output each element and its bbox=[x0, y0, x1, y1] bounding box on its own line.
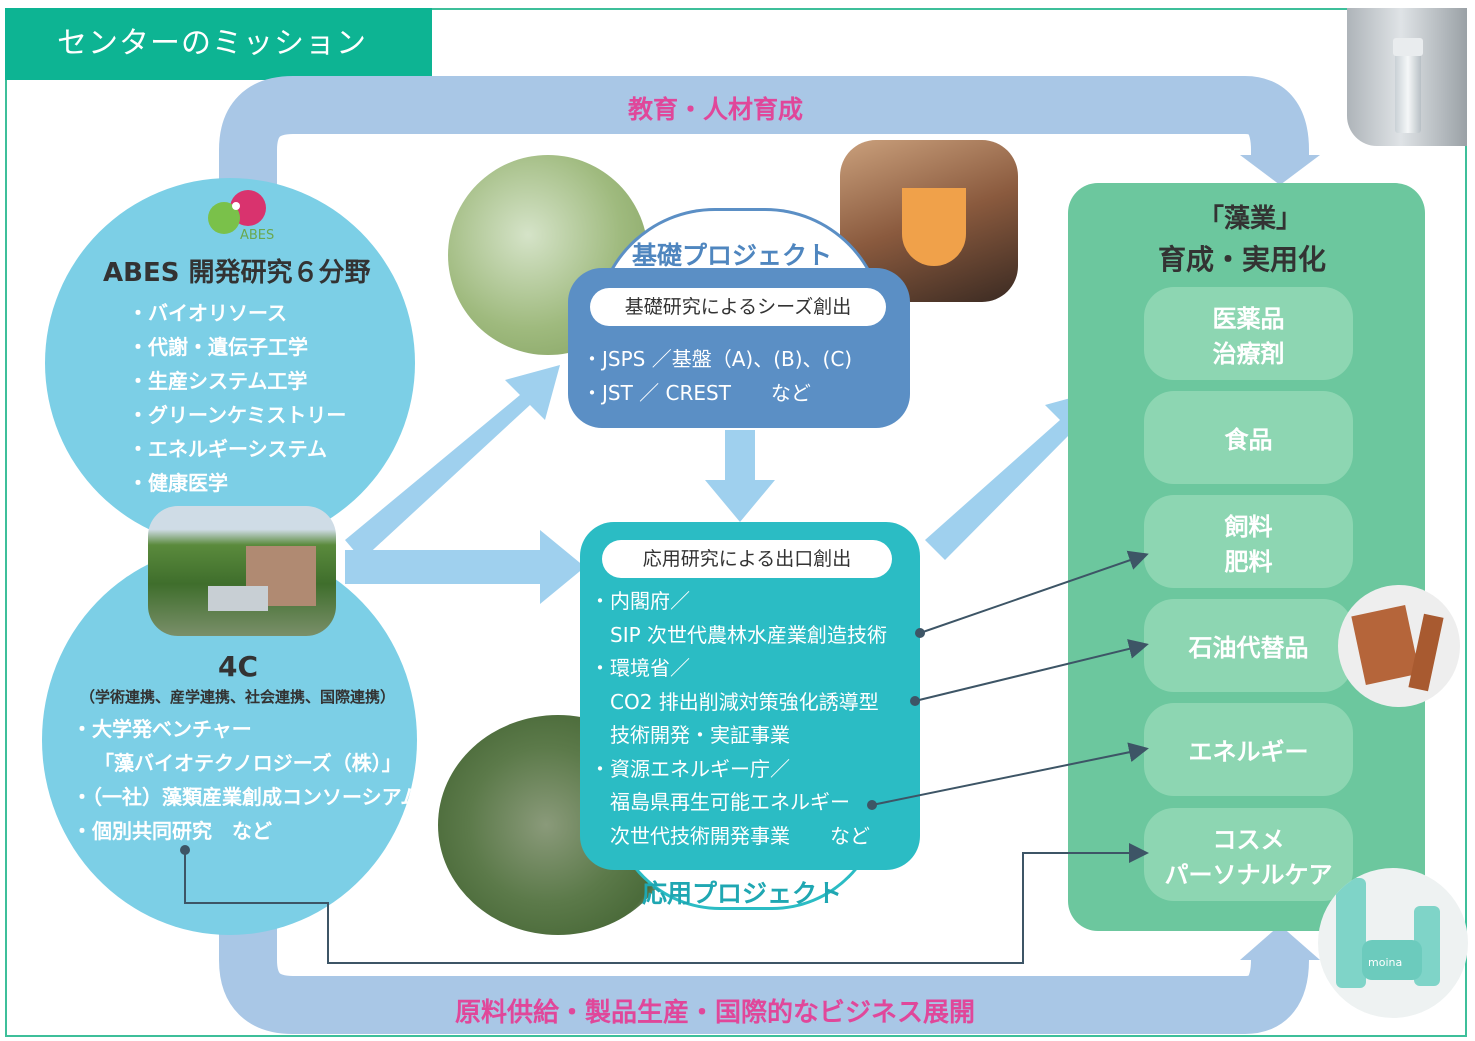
abes-logo-text: ABES bbox=[240, 228, 275, 243]
connector-sip-feed bbox=[919, 550, 1149, 634]
industry-item-cosmetics: コスメ パーソナルケア bbox=[1144, 808, 1353, 901]
item-line: 食品 bbox=[1224, 426, 1273, 454]
fourc-item: ・個別共同研究 など bbox=[72, 819, 272, 843]
fourc-sub: （学術連携、産学連携、社会連携、国際連携） bbox=[80, 688, 396, 706]
applied-label: 応用プロジェクト bbox=[642, 879, 843, 908]
abes-item: ・グリーンケミストリー bbox=[128, 403, 347, 427]
applied-item: CO2 排出削減対策強化誘導型 bbox=[610, 689, 879, 714]
abes-heading: ABES 開発研究６分野 bbox=[103, 258, 371, 288]
tube-icon bbox=[1336, 878, 1366, 988]
item-line: 肥料 bbox=[1224, 547, 1273, 576]
vial-cap-icon bbox=[1393, 38, 1423, 56]
cosmetic-brand: moina bbox=[1368, 956, 1403, 969]
cosmetics-photo: moina bbox=[1318, 868, 1468, 1018]
applied-item: 技術開発・実証事業 bbox=[610, 723, 790, 747]
basic-pill: 基礎研究によるシーズ創出 bbox=[590, 288, 886, 326]
applied-item: ・内閣府／ bbox=[590, 589, 690, 613]
applied-item: 次世代技術開発事業 など bbox=[610, 823, 870, 848]
fourc-heading: 4C bbox=[218, 650, 259, 683]
applied-item: 福島県再生可能エネルギー bbox=[610, 790, 850, 814]
applied-item: SIP 次世代農林水産業創造技術 bbox=[610, 622, 888, 647]
vial-photo bbox=[1347, 8, 1467, 146]
basic-label: 基礎プロジェクト bbox=[632, 241, 833, 270]
industry-heading-1: 「藻業」 bbox=[1198, 204, 1303, 234]
facility-photo bbox=[148, 506, 336, 636]
basic-items: ・JSPS ／基盤（A)、(B)、(C) ・JST ／ CREST など bbox=[582, 342, 852, 410]
arrow-to-industry bbox=[925, 390, 1100, 560]
item-line: パーソナルケア bbox=[1164, 860, 1333, 889]
fourc-item-list: ・大学発ベンチャー 「藻バイオテクノロジーズ（株）」 ・（一社）藻類産業創成コン… bbox=[72, 712, 420, 848]
industry-item-food: 食品 bbox=[1144, 391, 1353, 484]
connector-dot bbox=[915, 628, 925, 638]
applied-item: ・環境省／ bbox=[590, 656, 690, 680]
connector-fukushima-energy bbox=[871, 742, 1149, 806]
industry-heading-2: 育成・実用化 bbox=[1158, 243, 1327, 276]
top-flow-label: 教育・人材育成 bbox=[628, 95, 804, 124]
abes-circle bbox=[45, 178, 415, 548]
fourc-item: ・大学発ベンチャー bbox=[72, 717, 252, 741]
connector-dot bbox=[910, 696, 920, 706]
bottom-loop-band bbox=[219, 560, 1309, 1034]
industry-item-energy: エネルギー bbox=[1144, 703, 1353, 796]
abes-item-list: ・バイオリソース ・代謝・遺伝子工学 ・生産システム工学 ・グリーンケミストリー… bbox=[128, 296, 346, 500]
basic-item: ・JST ／ CREST など bbox=[582, 381, 811, 405]
applied-project-box bbox=[580, 522, 920, 870]
arrow-to-applied bbox=[345, 530, 585, 604]
item-line: 石油代替品 bbox=[1188, 634, 1309, 662]
applied-items: ・内閣府／ SIP 次世代農林水産業創造技術 ・環境省／ CO2 排出削減対策強… bbox=[590, 585, 887, 853]
diagram-frame bbox=[5, 8, 1467, 1037]
applied-item: ・資源エネルギー庁／ bbox=[590, 756, 790, 781]
item-line: 治療剤 bbox=[1212, 339, 1285, 368]
arrow-to-basic bbox=[345, 365, 560, 560]
connector-dot bbox=[867, 800, 877, 810]
applied-pill: 応用研究による出口創出 bbox=[602, 540, 892, 578]
abes-item: ・エネルギーシステム bbox=[128, 437, 327, 461]
top-loop-band bbox=[219, 76, 1309, 560]
page-title: センターのミッション bbox=[5, 8, 432, 80]
item-line: 医薬品 bbox=[1212, 304, 1285, 333]
abes-item: ・代謝・遺伝子工学 bbox=[128, 335, 308, 359]
item-line: コスメ bbox=[1212, 825, 1285, 854]
industry-item-medicine: 医薬品 治療剤 bbox=[1144, 287, 1353, 380]
abes-logo-icon bbox=[208, 190, 266, 234]
top-loop-arrowhead bbox=[1240, 155, 1320, 185]
bottom-flow-label: 原料供給・製品生産・国際的なビジネス展開 bbox=[455, 998, 976, 1028]
industry-item-feed: 飼料 肥料 bbox=[1144, 495, 1353, 588]
basic-item: ・JSPS ／基盤（A)、(B)、(C) bbox=[582, 347, 853, 371]
connector-co2-petroleum bbox=[914, 639, 1149, 702]
abes-item: ・健康医学 bbox=[128, 471, 228, 495]
fourc-item: 「藻バイオテクノロジーズ（株）」 bbox=[94, 751, 402, 775]
flask-icon bbox=[902, 188, 966, 266]
item-line: 飼料 bbox=[1224, 512, 1273, 541]
connector-dot bbox=[180, 845, 190, 855]
jar-icon bbox=[1362, 940, 1422, 980]
abes-item: ・生産システム工学 bbox=[128, 369, 308, 393]
connector-fourc-cosmetics bbox=[184, 843, 1149, 964]
abes-item: ・バイオリソース bbox=[128, 301, 287, 325]
industry-item-petroleum: 石油代替品 bbox=[1144, 599, 1353, 692]
bottom-loop-arrowhead bbox=[1240, 925, 1320, 960]
item-line: エネルギー bbox=[1188, 738, 1309, 766]
arrow-basic-to-applied bbox=[705, 430, 775, 522]
greenhouse-icon bbox=[208, 586, 268, 611]
plastic-sample-photo bbox=[1338, 585, 1460, 707]
fourc-item: ・（一社）藻類産業創成コンソーシアム bbox=[72, 785, 421, 809]
